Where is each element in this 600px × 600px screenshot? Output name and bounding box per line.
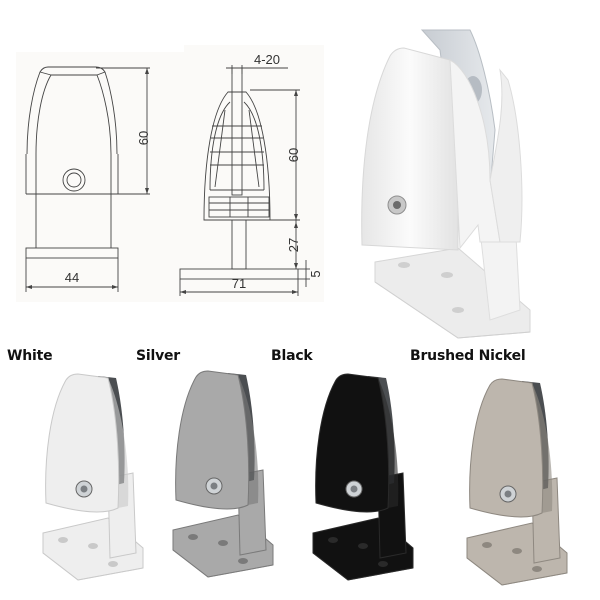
variant-base-hole: [238, 558, 248, 564]
front-view-drawing-area: [16, 52, 184, 302]
variant-base-hole: [482, 542, 492, 548]
variant-label-white: White: [7, 348, 53, 364]
variant-photo-silver: [172, 370, 274, 578]
variant-label-brushed-nickel: Brushed Nickel: [410, 348, 526, 364]
variant-photo-white: [42, 373, 144, 581]
variant-label-black: Black: [271, 348, 313, 364]
variant-base-hole: [378, 561, 388, 567]
side-base-plate: [179, 268, 299, 280]
front-width-dim: 44: [65, 270, 79, 285]
variant-base-hole: [532, 566, 542, 572]
variant-label-silver: Silver: [136, 348, 181, 364]
variant-base-hole: [218, 540, 228, 546]
variant-base-hole: [88, 543, 98, 549]
variant-base-hole: [188, 534, 198, 540]
variant-base-hole: [358, 543, 368, 549]
glass-slot: [231, 67, 243, 196]
hero-body: [361, 47, 459, 251]
front-view-drawing: 60 44: [25, 66, 151, 292]
front-body-outline: [26, 66, 118, 155]
front-base-plate: [25, 247, 119, 259]
variant-photo-black: [312, 373, 414, 581]
front-screw-hole: [62, 168, 86, 192]
side-clamp-outline: [203, 91, 271, 221]
variant-base-hole: [108, 561, 118, 567]
variant-base-hole: [328, 537, 338, 543]
clamp-height-dim: 60: [286, 148, 301, 162]
side-view-drawing-area: [184, 45, 324, 302]
side-view-drawing: 4-20 60 27 5 71: [179, 52, 323, 296]
front-height-dim: 60: [136, 131, 151, 145]
base-thickness-dim: 5: [308, 270, 323, 277]
variant-photo-brushed-nickel: [466, 378, 568, 586]
front-body-inner: [35, 74, 112, 248]
side-stem: [231, 219, 247, 270]
base-width-dim: 71: [232, 276, 246, 291]
variant-base-hole: [512, 548, 522, 554]
stem-height-dim: 27: [286, 238, 301, 252]
hero-product-photo: [361, 29, 531, 339]
glass-thickness-dim: 4-20: [254, 52, 280, 67]
side-knob: [208, 196, 270, 218]
variant-base-hole: [58, 537, 68, 543]
